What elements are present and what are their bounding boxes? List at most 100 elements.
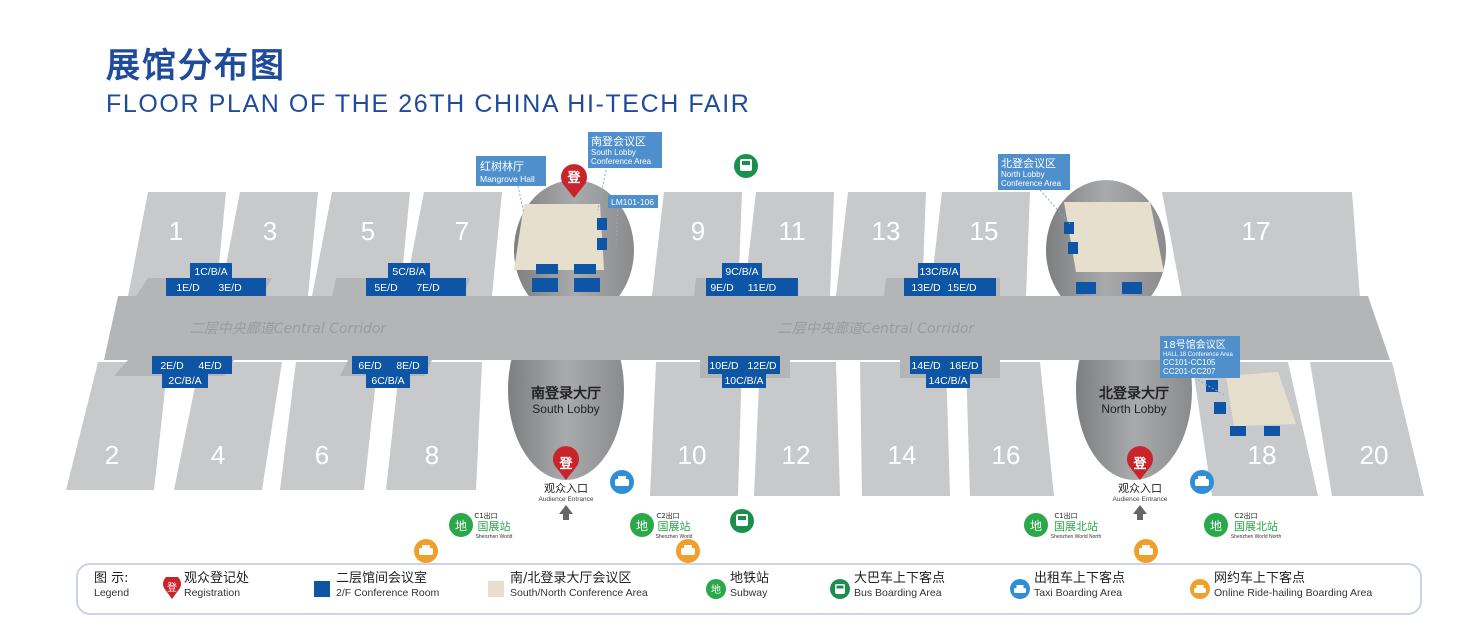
north-lobby-conference-area[interactable] [1064, 202, 1164, 272]
ride-hailing-icon [1190, 579, 1210, 599]
metro-glyph: 地 [636, 519, 648, 533]
registration-pin-icon[interactable]: 登 [553, 446, 579, 480]
ride-hailing-icon[interactable] [414, 539, 438, 563]
hall-9[interactable] [652, 192, 742, 296]
metro-exit-label: C2出口 [1234, 511, 1257, 520]
conference-room-label: 4E/D [198, 360, 222, 372]
registration-pin-icon[interactable]: 登 [561, 164, 587, 198]
conference-room-label: 1E/D [176, 282, 200, 294]
hall-number: 2 [105, 440, 119, 470]
lm-callout[interactable]: LM101-106 [608, 195, 658, 208]
hall-16[interactable] [966, 362, 1054, 496]
conference-room-label: 13E/D [911, 282, 941, 294]
hall-18[interactable] [1192, 362, 1318, 496]
subway-station-icon[interactable]: 地 [630, 513, 654, 537]
north-lobby-room[interactable] [1064, 222, 1074, 234]
mangrove-hall-area[interactable] [514, 204, 604, 270]
bus-icon[interactable] [734, 154, 758, 178]
south-lobby-room[interactable] [597, 238, 607, 250]
conference-room-block[interactable] [722, 372, 766, 388]
hall-14[interactable] [860, 362, 950, 496]
conference-room-label: 9C/B/A [725, 266, 758, 278]
north-conference-callout[interactable]: 北登会议区 North Lobby Conference Area [998, 154, 1070, 190]
hall-number: 11 [779, 216, 806, 246]
conference-room-small[interactable] [1214, 402, 1226, 414]
hall-8[interactable] [386, 362, 482, 490]
hall-20[interactable] [1310, 362, 1424, 496]
subway-station-icon[interactable]: 地 [1204, 513, 1228, 537]
mangrove-hall-callout[interactable]: 红树林厅 Mangrove Hall [476, 156, 546, 186]
taxi-icon[interactable] [610, 470, 634, 494]
conference-room-block[interactable] [352, 356, 428, 374]
pin-glyph: 登 [1132, 456, 1147, 472]
legend-label-en: South/North Conference Area [510, 587, 648, 599]
conference-room-small[interactable] [1206, 380, 1218, 392]
conference-room-block[interactable] [722, 263, 762, 279]
hall-17[interactable] [1162, 192, 1360, 298]
ride-hailing-icon[interactable] [1134, 539, 1158, 563]
legend-label-en: Taxi Boarding Area [1034, 587, 1123, 599]
callout-leader [1197, 379, 1227, 397]
conference-room-small[interactable] [1264, 426, 1280, 436]
hall-10[interactable] [650, 362, 742, 496]
conference-room-small[interactable] [1122, 282, 1142, 294]
metro-station-name: 国展北站 [1234, 519, 1278, 533]
conference-room-small[interactable] [532, 278, 558, 292]
hall-13[interactable] [836, 192, 926, 296]
hall-12[interactable] [754, 362, 840, 496]
north-lobby-room[interactable] [1068, 242, 1078, 254]
hall-2[interactable] [66, 362, 168, 490]
conference-room-block[interactable] [926, 372, 970, 388]
conference-room-small[interactable] [1076, 282, 1096, 294]
conference-room-block[interactable] [910, 356, 982, 374]
ride-hailing-icon[interactable] [676, 539, 700, 563]
page-title-en: FLOOR PLAN OF THE 26TH CHINA HI-TECH FAI… [106, 90, 751, 118]
registration-pin-icon[interactable]: 登 [1127, 446, 1153, 480]
legend-item-subway: 地铁站 Subway [730, 571, 769, 601]
taxi-icon[interactable] [1190, 470, 1214, 494]
hall-number: 14 [888, 440, 917, 470]
conference-room-square-icon [314, 581, 330, 597]
conference-room-small[interactable] [574, 278, 600, 292]
south-conference-callout[interactable]: 南登会议区 South Lobby Conference Area [588, 132, 662, 168]
hall-5[interactable] [312, 192, 410, 296]
audience-entrance-label: 观众入口 [1118, 482, 1162, 495]
conference-room-block[interactable] [706, 278, 798, 296]
conference-room-block[interactable] [708, 356, 780, 374]
legend-label-en: 2/F Conference Room [336, 587, 440, 599]
conference-room-block[interactable] [918, 263, 960, 279]
hall-4[interactable] [174, 362, 282, 490]
hall-6[interactable] [280, 362, 378, 490]
subway-station-icon[interactable]: 地 [449, 513, 473, 537]
metro-station-name: 国展站 [658, 519, 691, 533]
hall-18-conference-area[interactable] [1226, 372, 1296, 426]
south-lobby-room[interactable] [597, 218, 607, 230]
bus-icon[interactable] [730, 509, 754, 533]
conference-room-label: 3E/D [218, 282, 242, 294]
conference-room-block[interactable] [904, 278, 996, 296]
conference-room-block[interactable] [152, 356, 232, 374]
hall-11[interactable] [744, 192, 834, 296]
hall-3[interactable] [220, 192, 318, 296]
conference-room-block[interactable] [190, 263, 232, 279]
south-lobby-room[interactable] [574, 264, 596, 274]
entrance-arrow-icon [1133, 505, 1147, 520]
hall-number: 17 [1242, 216, 1271, 246]
legend-label-en: Subway [730, 587, 768, 599]
conference-room-block[interactable] [366, 278, 466, 296]
subway-station-icon[interactable]: 地 [1024, 513, 1048, 537]
legend-label-cn: 网约车上下客点 [1214, 571, 1306, 586]
conference-room-block[interactable] [166, 278, 266, 296]
hall-18-conference-callout[interactable]: 18号馆会议区 HALL 18 Conference Area CC101-CC… [1160, 336, 1240, 378]
conference-room-block[interactable] [162, 372, 208, 388]
legend-label-cn: 地铁站 [730, 571, 770, 586]
conference-room-block[interactable] [366, 372, 410, 388]
south-lobby-room[interactable] [536, 264, 558, 274]
conference-room-label: 15E/D [947, 282, 977, 294]
legend-label-en: Registration [184, 587, 241, 599]
entrance-arrow-icon [559, 505, 573, 520]
conference-room-block[interactable] [388, 263, 430, 279]
conference-room-label: 2C/B/A [168, 375, 201, 387]
conference-room-small[interactable] [1230, 426, 1246, 436]
hall-number: 12 [782, 440, 811, 470]
